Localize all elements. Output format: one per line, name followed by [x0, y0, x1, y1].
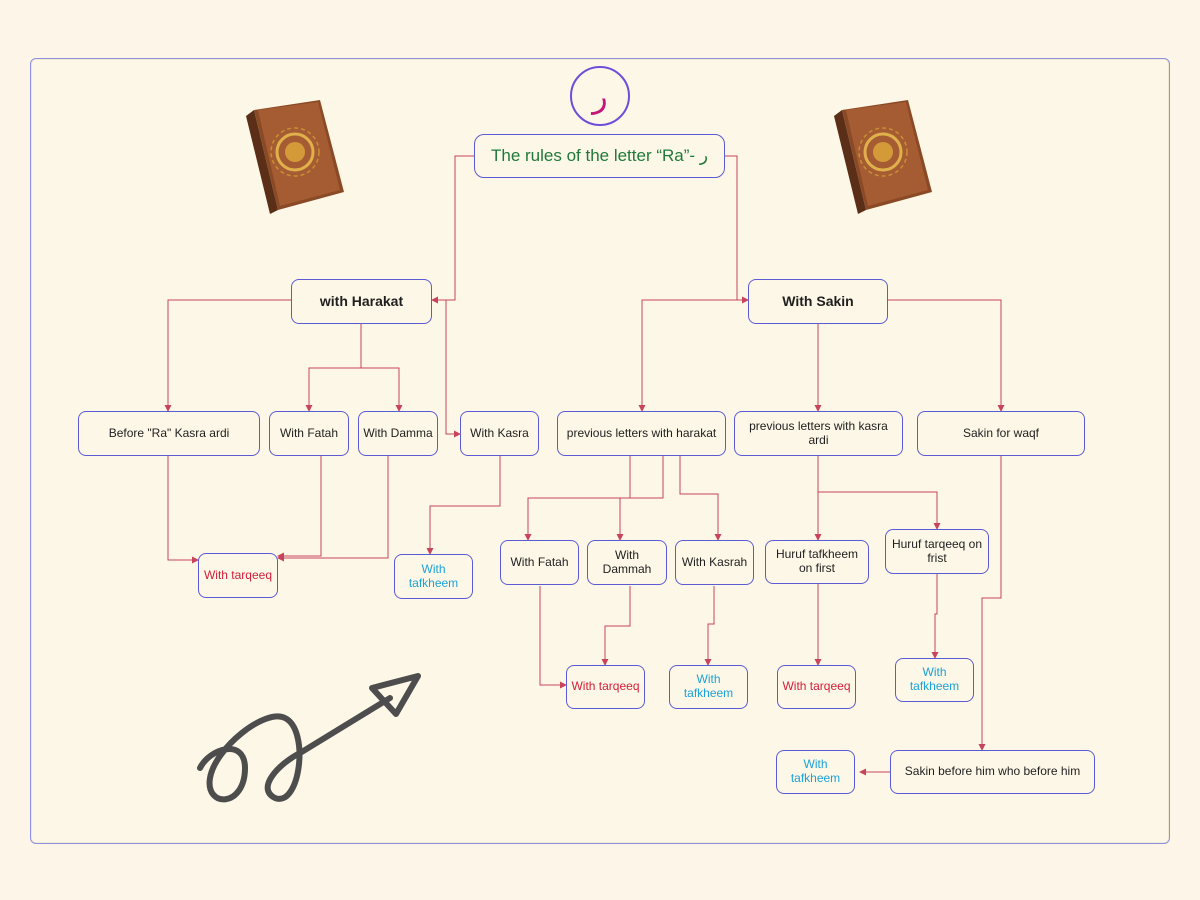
sakin-before-him-node: Sakin before him who before him: [890, 750, 1095, 794]
fatah-dammah-tarqeeq-result: With tarqeeq: [566, 665, 645, 709]
huruf-tafkheem-tarqeeq-result: With tarqeeq: [777, 665, 856, 709]
with-damma-node: With Damma: [358, 411, 438, 456]
with-kasra-node: With Kasra: [460, 411, 539, 456]
before-him-tafkheem-result: With tafkheem: [776, 750, 855, 794]
before-ra-kasra-node: Before "Ra" Kasra ardi: [78, 411, 260, 456]
kasrah-tafkheem-result: With tafkheem: [669, 665, 748, 709]
huruf-tafkheem-node: Huruf tafkheem on first: [765, 540, 869, 584]
ra-letter-badge: ر: [570, 66, 630, 126]
huruf-tarqeeq-node: Huruf tarqeeq on frist: [885, 529, 989, 574]
quran-book-icon: [834, 100, 932, 214]
sakin-with-dammah-node: With Dammah: [587, 540, 667, 585]
sakin-with-fatah-node: With Fatah: [500, 540, 579, 585]
previous-letters-harakat-node: previous letters with harakat: [557, 411, 726, 456]
harakat-tarqeeq-result: With tarqeeq: [198, 553, 278, 598]
huruf-tarqeeq-tafkheem-result: With tafkheem: [895, 658, 974, 702]
with-fatah-node: With Fatah: [269, 411, 349, 456]
curly-arrow-doodle-icon: [197, 673, 421, 803]
with-sakin-node: With Sakin: [748, 279, 888, 324]
sakin-with-kasrah-node: With Kasrah: [675, 540, 754, 585]
quran-book-icon: [246, 100, 344, 214]
diagram-title: The rules of the letter “Ra”- ر: [474, 134, 725, 178]
with-harakat-node: with Harakat: [291, 279, 432, 324]
sakin-for-waqf-node: Sakin for waqf: [917, 411, 1085, 456]
previous-letters-kasra-node: previous letters with kasra ardi: [734, 411, 903, 456]
harakat-tafkheem-result: With tafkheem: [394, 554, 473, 599]
